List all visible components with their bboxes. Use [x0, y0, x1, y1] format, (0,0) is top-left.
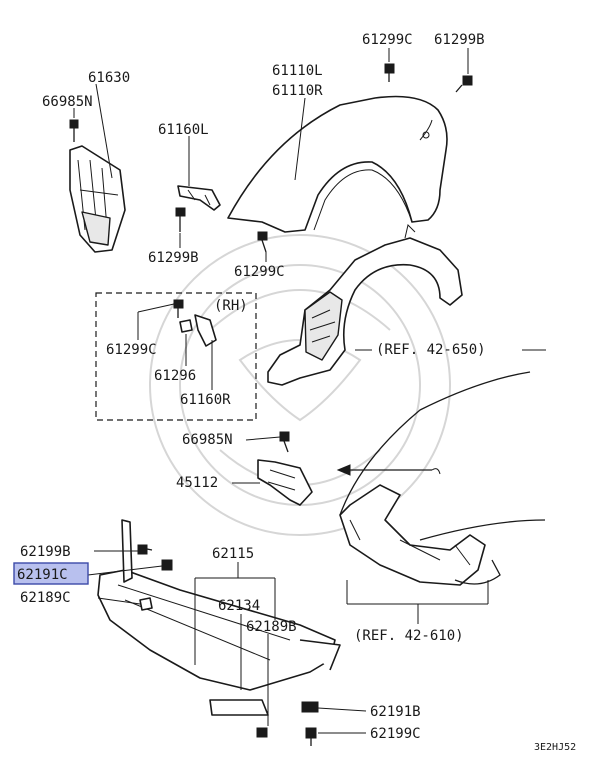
highlight-62191c	[13, 562, 89, 585]
label-61110r[interactable]: 61110R	[272, 83, 323, 99]
nut-62191c[interactable]	[161, 559, 173, 571]
label-62199c[interactable]: 62199C	[370, 726, 421, 742]
diagram-code: 3E2HJ52	[534, 742, 576, 753]
part-45112-bracket[interactable]	[257, 459, 313, 506]
bolt-61299b-top[interactable]	[455, 75, 473, 93]
part-labels: 61630 66985N 61160L 61299B 61110L 61110R…	[17, 32, 576, 753]
bolt-62199c[interactable]	[305, 727, 317, 746]
part-61630-bracket[interactable]	[69, 145, 126, 253]
label-66985n-a[interactable]: 66985N	[42, 94, 93, 110]
car-front-sketch	[339, 371, 546, 586]
clip-61296[interactable]	[179, 319, 193, 333]
part-61160r-bracket[interactable]	[194, 314, 217, 347]
label-66985n-b[interactable]: 66985N	[182, 432, 233, 448]
nut-62191b[interactable]	[301, 701, 319, 713]
bolt-66985n-a[interactable]	[69, 119, 79, 142]
label-61160r[interactable]: 61160R	[180, 392, 231, 408]
label-45112[interactable]: 45112	[176, 475, 218, 491]
part-61160l-bracket[interactable]	[177, 185, 221, 211]
label-61160l[interactable]: 61160L	[158, 122, 209, 138]
label-ref-42-610[interactable]: (REF. 42-610)	[354, 628, 464, 644]
label-61299c-top[interactable]: 61299C	[362, 32, 413, 48]
label-61299b-a[interactable]: 61299B	[148, 250, 199, 266]
part-inner-fender-liner[interactable]	[267, 224, 463, 386]
label-ref-42-650[interactable]: (REF. 42-650)	[376, 342, 486, 358]
part-62134-strip[interactable]	[209, 699, 269, 716]
bolt-62199b-left[interactable]	[137, 544, 153, 555]
bolt-61299b-a[interactable]	[175, 207, 186, 232]
label-62191b[interactable]: 62191B	[370, 704, 421, 720]
label-62199b-left[interactable]: 62199B	[20, 544, 71, 560]
label-61299c-b[interactable]: 61299C	[234, 264, 285, 280]
rh-group-box	[95, 292, 257, 421]
label-62134[interactable]: 62134	[218, 598, 260, 614]
part-61110-fender[interactable]	[227, 95, 448, 233]
label-61299b-top[interactable]: 61299B	[434, 32, 485, 48]
label-rh: (RH)	[214, 298, 248, 314]
label-61296[interactable]: 61296	[154, 368, 196, 384]
part-62115-bumper[interactable]	[97, 569, 341, 691]
bolt-66985n-b[interactable]	[279, 431, 290, 453]
label-61299c-rh[interactable]: 61299C	[106, 342, 157, 358]
label-61110l[interactable]: 61110L	[272, 63, 323, 79]
bolt-61299c-top[interactable]	[384, 63, 395, 82]
clip-62189c[interactable]	[139, 597, 153, 611]
label-61630[interactable]: 61630	[88, 70, 130, 86]
label-62189c[interactable]: 62189C	[20, 590, 71, 606]
arrow-to-bumper	[336, 464, 441, 476]
label-62191c[interactable]: 62191C	[17, 567, 68, 583]
label-62189b[interactable]: 62189B	[246, 619, 297, 635]
bolt-61299c-b[interactable]	[257, 231, 268, 253]
bolt-61299c-rh[interactable]	[173, 299, 184, 318]
label-62115[interactable]: 62115	[212, 546, 254, 562]
leader-lines	[73, 48, 546, 734]
clip-62189b[interactable]	[256, 727, 268, 738]
